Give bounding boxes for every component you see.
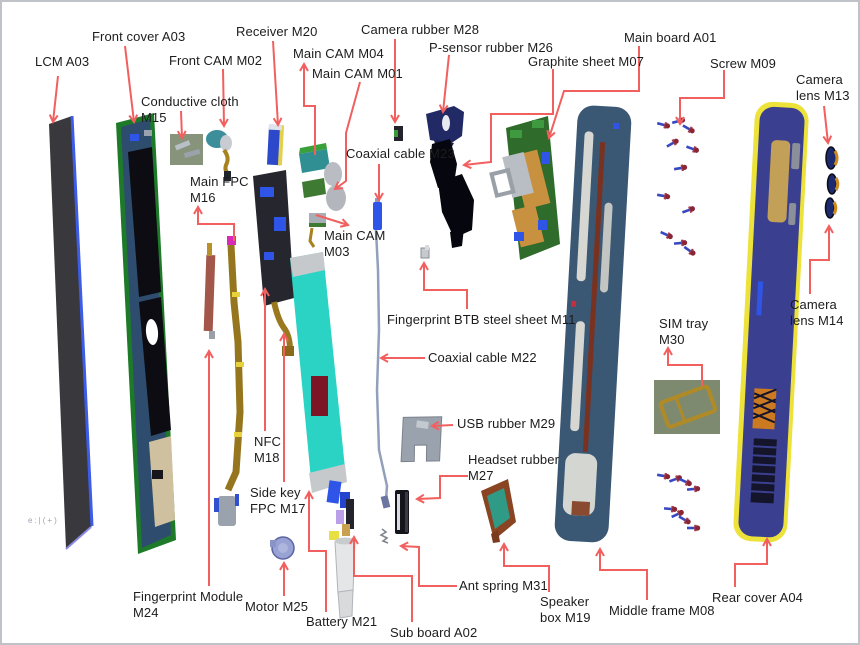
label-fingerprint-module-m24-line0: Fingerprint Module	[133, 589, 244, 604]
part-camera-lenses-m13-m14	[824, 146, 840, 219]
part-fingerprint-module-m24	[203, 243, 216, 339]
part-fingerprint-sensor	[214, 494, 239, 526]
label-conductive-cloth-m15-line0: Conductive cloth	[141, 94, 239, 109]
label-screw-m09-line0: Screw M09	[710, 56, 776, 71]
label-sim-tray-m30-line0: SIM tray	[659, 316, 709, 331]
label-side-key-fpc-m17-line1: FPC M17	[250, 501, 306, 516]
label-conductive-cloth-m15-line1: M15	[141, 110, 167, 125]
label-headset-rubber-m27-line1: M27	[468, 468, 494, 483]
label-front-cover-a03-line0: Front cover A03	[92, 29, 186, 44]
label-motor-m25-line0: Motor M25	[245, 599, 309, 614]
label-ant-spring-m31-line0: Ant spring M31	[459, 578, 548, 593]
part-front-cam-m02	[206, 130, 232, 181]
label-coaxial-cable-m23-line0: Coaxial cable M23	[346, 146, 455, 161]
part-headset-rubber-m27	[395, 490, 409, 534]
part-coaxial-cable-m22	[374, 229, 391, 509]
label-ant-spring-m31: Ant spring M31	[459, 578, 548, 594]
label-camera-lens-m13-line1: lens M13	[796, 88, 850, 103]
label-lcm-a03: LCM A03	[35, 54, 89, 70]
label-camera-lens-m13-line0: Camera	[796, 72, 843, 87]
label-front-cover-a03: Front cover A03	[92, 29, 185, 45]
label-front-cam-m02: Front CAM M02	[169, 53, 262, 69]
label-nfc-m18-line0: NFC	[254, 434, 282, 449]
part-middle-frame-m08	[554, 105, 632, 543]
watermark-text: e:|(+)	[28, 516, 59, 525]
part-sim-tray-m30	[654, 380, 720, 434]
label-battery-m21-line0: Battery M21	[306, 614, 378, 629]
label-main-fpc-m16-line1: M16	[190, 190, 216, 205]
label-sim-tray-m30-line1: M30	[659, 332, 685, 347]
label-motor-m25: Motor M25	[245, 599, 308, 615]
label-p-sensor-rubber-m26: P-sensor rubber M26	[429, 40, 553, 56]
label-camera-rubber-m28-line0: Camera rubber M28	[361, 22, 480, 37]
label-camera-lens-m14-line1: lens M14	[790, 313, 844, 328]
part-front-cover-a03	[116, 113, 176, 554]
label-coaxial-cable-m22: Coaxial cable M22	[428, 350, 537, 366]
label-main-board-a01: Main board A01	[624, 30, 716, 46]
label-receiver-m20-line0: Receiver M20	[236, 24, 318, 39]
label-battery-m21: Battery M21	[306, 614, 377, 630]
part-speaker-box-m19	[481, 479, 516, 543]
part-fingerprint-btb-m11	[420, 245, 430, 259]
label-main-cam-m03-line0: Main CAM	[324, 228, 386, 243]
label-screw-m09: Screw M09	[710, 56, 776, 72]
label-rear-cover-a04: Rear cover A04	[712, 590, 803, 606]
part-main-cam-m01	[302, 178, 346, 211]
label-coaxial-cable-m22-line0: Coaxial cable M22	[428, 350, 537, 365]
label-fingerprint-btb-m11-line0: Fingerprint BTB steel sheet M11	[387, 312, 576, 327]
label-main-fpc-m16-line0: Main FPC	[190, 174, 249, 189]
part-rear-cover-a04	[733, 101, 809, 543]
label-usb-rubber-m29: USB rubber M29	[457, 416, 555, 432]
label-main-cam-m01: Main CAM M01	[312, 66, 403, 82]
part-receiver-m20	[266, 124, 285, 166]
label-nfc-m18-line1: M18	[254, 450, 280, 465]
label-camera-rubber-m28: Camera rubber M28	[361, 22, 479, 38]
part-sub-board-a02	[326, 480, 356, 619]
label-headset-rubber-m27-line0: Headset rubber	[468, 452, 560, 467]
label-graphite-sheet-m07: Graphite sheet M07	[528, 54, 644, 70]
label-lcm-a03-line0: LCM A03	[35, 54, 90, 69]
label-speaker-box-m19-line0: Speaker	[540, 594, 590, 609]
label-p-sensor-rubber-m26-line0: P-sensor rubber M26	[429, 40, 554, 55]
label-middle-frame-m08-line0: Middle frame M08	[609, 603, 715, 618]
label-main-board-a01-line0: Main board A01	[624, 30, 717, 45]
part-graphite-sheet-m07	[430, 139, 474, 248]
label-front-cam-m02-line0: Front CAM M02	[169, 53, 263, 68]
part-motor-m25	[270, 536, 295, 560]
label-graphite-sheet-m07-line0: Graphite sheet M07	[528, 54, 644, 69]
label-fingerprint-btb-m11: Fingerprint BTB steel sheet M11	[387, 312, 576, 328]
label-rear-cover-a04-line0: Rear cover A04	[712, 590, 804, 605]
label-receiver-m20: Receiver M20	[236, 24, 317, 40]
label-usb-rubber-m29-line0: USB rubber M29	[457, 416, 556, 431]
part-lcm-a03	[49, 115, 94, 550]
label-side-key-fpc-m17-line0: Side key	[250, 485, 301, 500]
part-camera-rubber-m28	[394, 126, 403, 141]
label-sub-board-a02-line0: Sub board A02	[390, 625, 478, 640]
label-main-cam-m04: Main CAM M04	[293, 46, 384, 62]
label-main-cam-m01-line0: Main CAM M01	[312, 66, 403, 81]
label-fingerprint-module-m24-line1: M24	[133, 605, 159, 620]
label-camera-lens-m14-line0: Camera	[790, 297, 837, 312]
label-middle-frame-m08: Middle frame M08	[609, 603, 715, 619]
label-main-cam-m04-line0: Main CAM M04	[293, 46, 384, 61]
label-main-cam-m03-line1: M03	[324, 244, 350, 259]
part-battery-m21	[290, 252, 347, 493]
label-sub-board-a02: Sub board A02	[390, 625, 477, 641]
label-speaker-box-m19-line1: box M19	[540, 610, 591, 625]
label-coaxial-cable-m23: Coaxial cable M23	[346, 146, 455, 162]
part-nfc-m18	[253, 170, 294, 356]
